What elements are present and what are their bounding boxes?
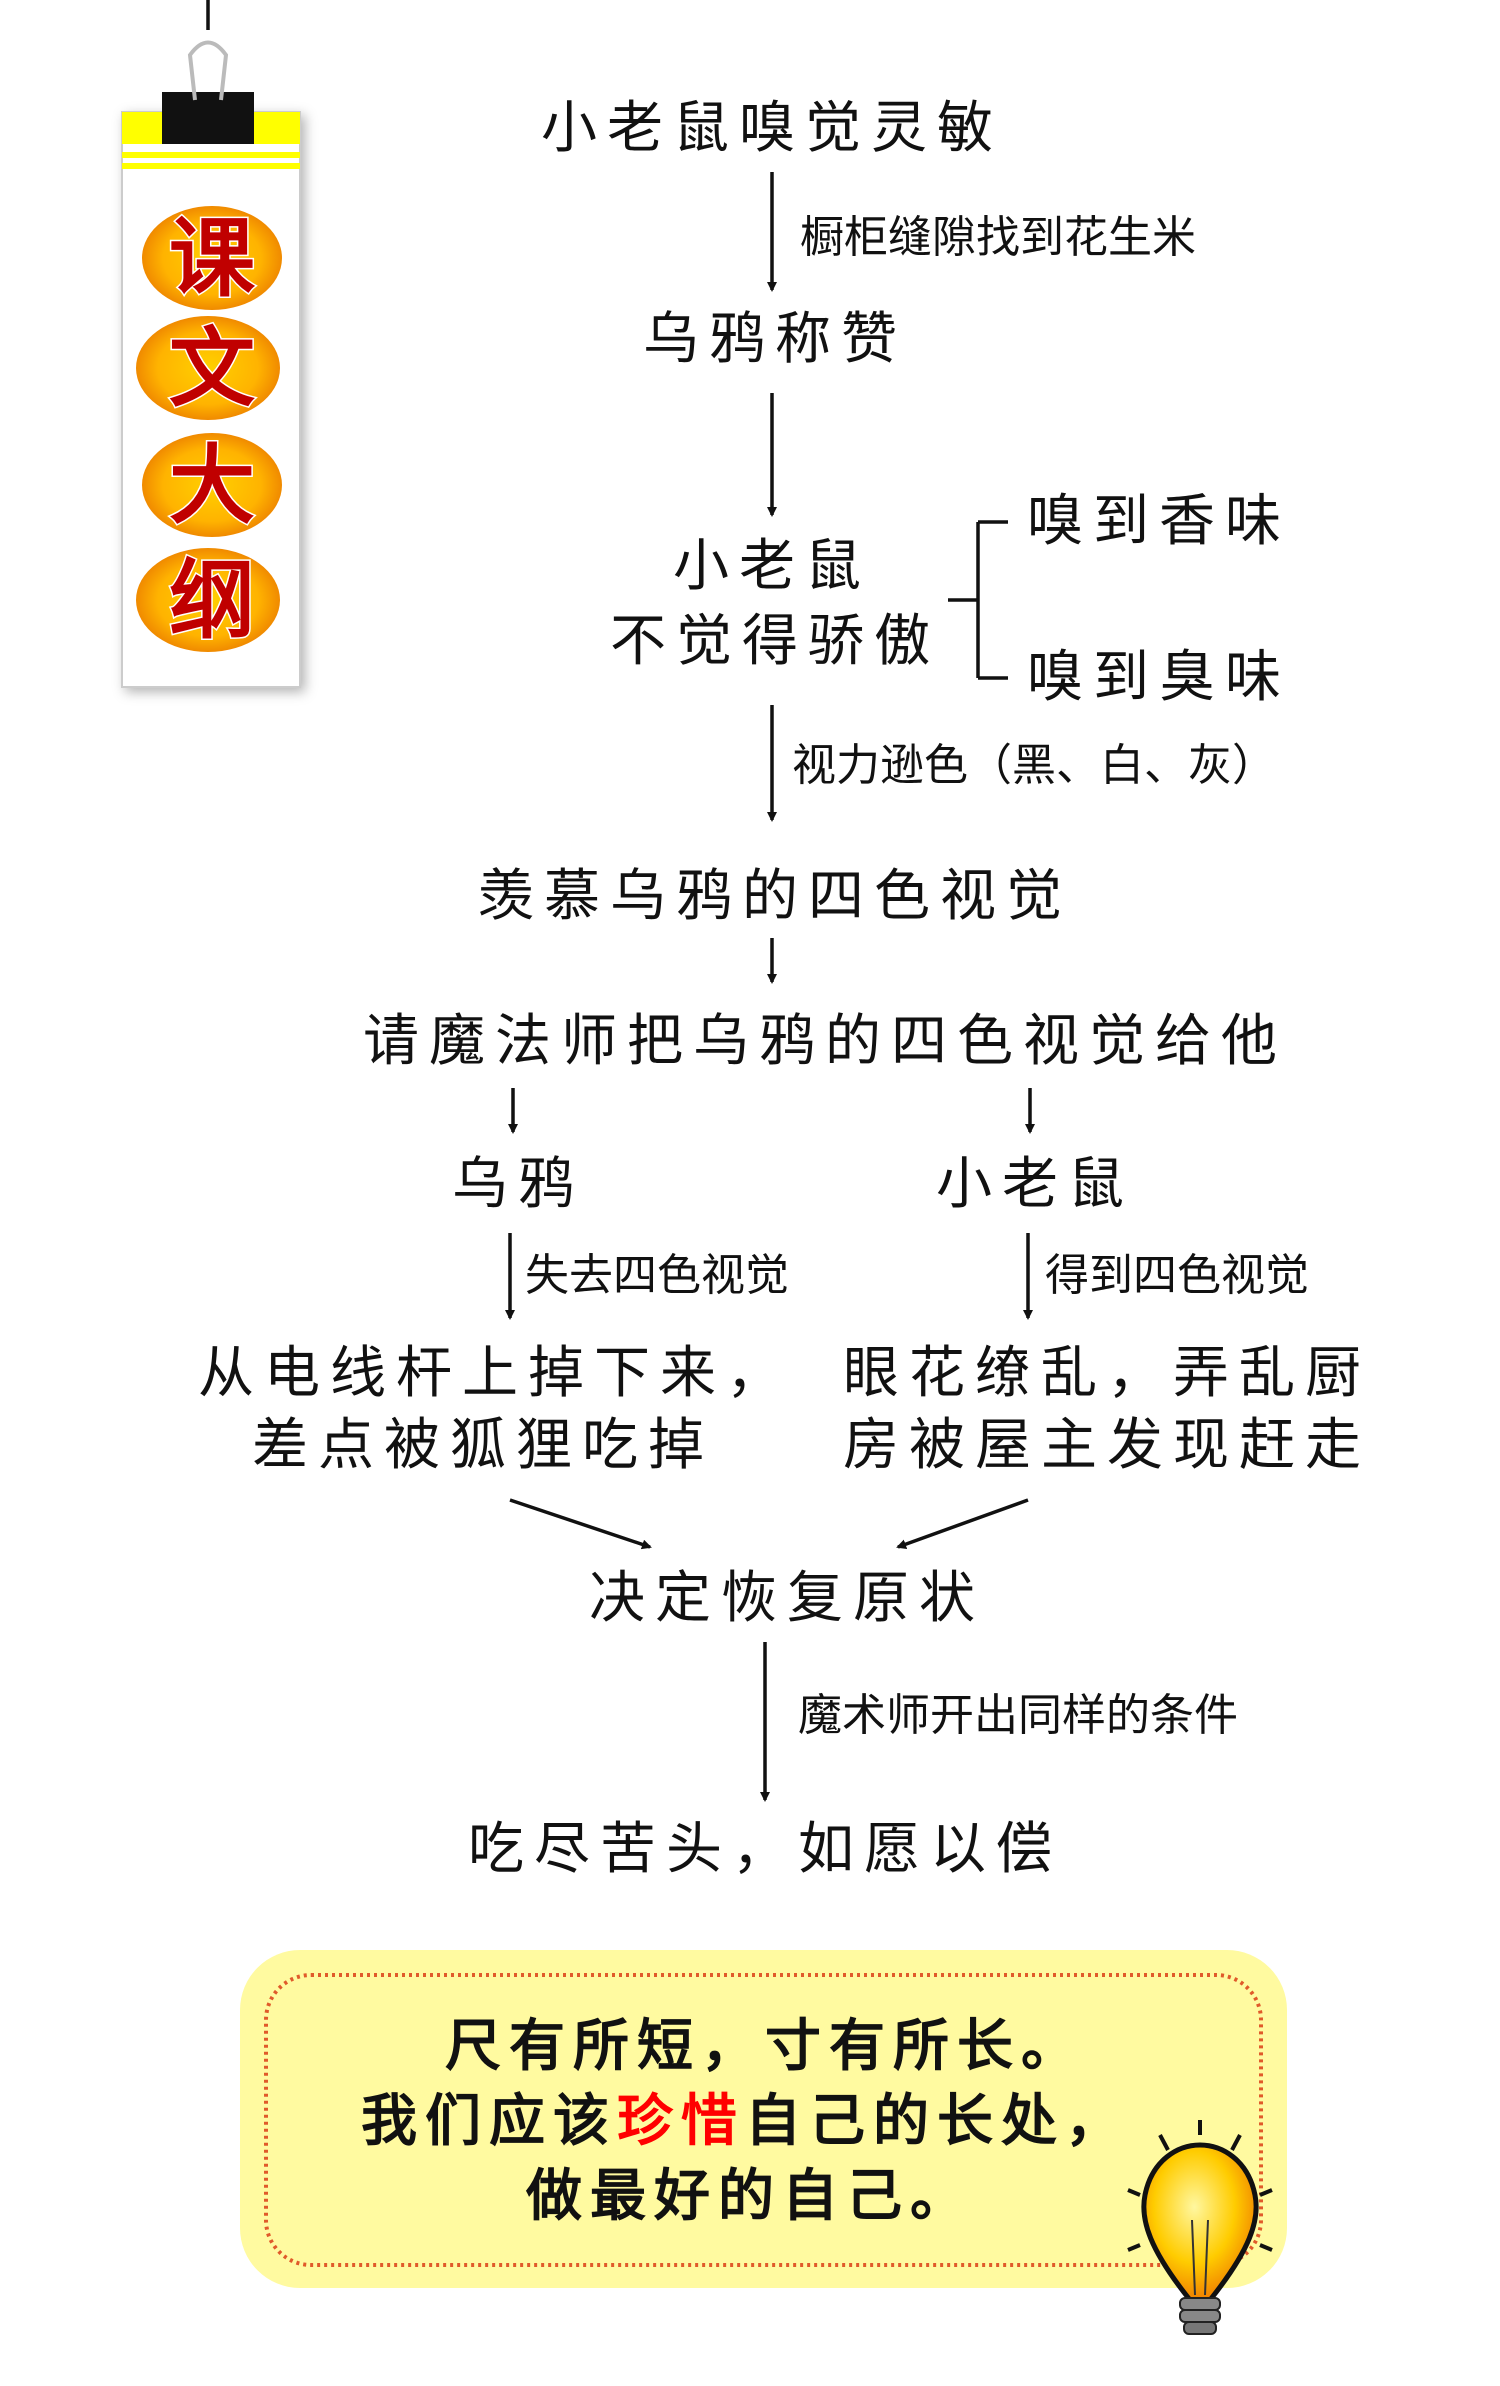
node-crow: 乌鸦 xyxy=(452,1152,584,1217)
right-result-line: 房被屋主发现赶走 xyxy=(843,1413,1371,1478)
tag-char: 课 xyxy=(169,209,256,309)
edge-label-found-peanuts: 橱柜缝隙找到花生米 xyxy=(800,212,1196,263)
lesson-outline-tag: 课 文 大 纲 xyxy=(121,0,301,688)
moral-line-3: 做最好的自己。 xyxy=(525,2163,974,2229)
moral-highlight: 珍惜 xyxy=(617,2088,745,2154)
moral-text: 我们应该 xyxy=(361,2088,617,2154)
left-result-line: 从电线杆上掉下来， xyxy=(198,1341,792,1406)
edge-label-vision-inferior: 视力逊色（黑、白、灰） xyxy=(792,740,1276,791)
node-final: 吃尽苦头，如愿以偿 xyxy=(468,1817,1062,1882)
node-crow-praise: 乌鸦称赞 xyxy=(643,307,907,372)
lightbulb-icon xyxy=(1127,2120,1273,2335)
node-envy-vision: 羡慕乌鸦的四色视觉 xyxy=(478,864,1072,929)
right-result-line: 眼花缭乱，弄乱厨 xyxy=(843,1341,1371,1406)
edge-label-gain-vision: 得到四色视觉 xyxy=(1045,1250,1309,1301)
node-ask-magician: 请魔法师把乌鸦的四色视觉给他 xyxy=(363,1009,1287,1074)
tag-char: 大 xyxy=(169,436,255,536)
moral-line-2: 我们应该珍惜自己的长处， xyxy=(361,2088,1129,2154)
edge-label-same-conditions: 魔术师开出同样的条件 xyxy=(798,1690,1238,1741)
bracket xyxy=(948,520,1008,680)
binder-clip-icon xyxy=(162,92,254,144)
arrow xyxy=(509,1498,652,1550)
left-result-line: 差点被狐狸吃掉 xyxy=(252,1413,714,1478)
branch-smell-fragrance: 嗅到香味 xyxy=(1027,489,1291,554)
moral-line-1: 尺有所短，寸有所长。 xyxy=(445,2013,1085,2079)
branch-smell-stink: 嗅到臭味 xyxy=(1027,645,1291,710)
node-mouse-right: 小老鼠 xyxy=(936,1152,1134,1217)
node-not-proud: 不觉得骄傲 xyxy=(610,609,940,674)
moral-text: 自己的长处， xyxy=(745,2088,1129,2154)
node-mouse: 小老鼠 xyxy=(673,534,871,599)
tag-char: 文 xyxy=(169,319,255,419)
tag-char: 纲 xyxy=(169,551,255,651)
node-mouse-smell: 小老鼠嗅觉灵敏 xyxy=(541,96,1003,161)
arrow xyxy=(896,1498,1029,1549)
node-restore: 决定恢复原状 xyxy=(589,1566,985,1631)
clip-wire-icon xyxy=(187,40,229,101)
moral-box: 尺有所短，寸有所长。 我们应该珍惜自己的长处， 做最好的自己。 xyxy=(240,1950,1287,2335)
edge-label-lose-vision: 失去四色视觉 xyxy=(525,1250,789,1301)
